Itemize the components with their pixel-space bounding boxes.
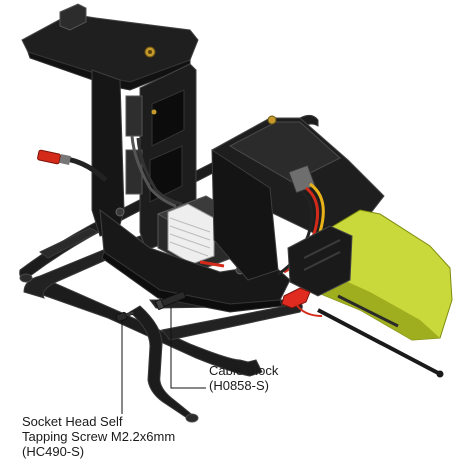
battery-connector-red xyxy=(37,149,61,165)
boom-support-2 xyxy=(337,294,399,328)
skid-tip-left xyxy=(19,273,33,283)
battery-connector-gray xyxy=(59,154,71,165)
tail-boom-mount xyxy=(281,209,453,378)
servo-upper xyxy=(125,95,143,137)
cable-block-loose xyxy=(155,291,187,310)
screw-part-number: (HC490-S) xyxy=(22,444,85,459)
red-wire-lower xyxy=(295,303,323,317)
screw-name-line1: Socket Head Self xyxy=(22,414,123,429)
leader-lines xyxy=(121,307,206,414)
servo-lower xyxy=(125,149,143,195)
frame-top-bracket xyxy=(59,3,87,31)
callout-cable-block: Cable Block (H0858-S) xyxy=(209,363,278,393)
front-housing xyxy=(211,115,385,281)
velcro-band xyxy=(167,203,215,265)
housing-top-face xyxy=(228,121,341,183)
motor-wire-black xyxy=(277,190,314,276)
cable-block-part xyxy=(281,287,311,309)
callout-screw: Socket Head Self Tapping Screw M2.2x6mm … xyxy=(22,414,175,459)
screw-part xyxy=(115,310,135,322)
servo-cables xyxy=(130,135,177,208)
screw-name-line2: Tapping Screw M2.2x6mm xyxy=(22,429,176,444)
cable-block-name: Cable Block xyxy=(209,363,279,378)
frame-cutout-1 xyxy=(151,89,185,147)
boom-shade xyxy=(316,274,440,340)
housing-side-plate xyxy=(211,149,279,281)
leader-cable-block xyxy=(170,307,206,389)
skid-tip-bottom xyxy=(185,413,199,423)
skid-strut-rear xyxy=(39,227,100,259)
red-wire-bay xyxy=(199,260,225,268)
battery-lead xyxy=(37,149,108,182)
boom-support xyxy=(317,308,441,376)
main-frame-tower xyxy=(21,3,199,251)
frame-screw-2 xyxy=(115,207,125,217)
loose-parts xyxy=(115,291,187,322)
bearing-front xyxy=(267,115,277,125)
cable-block-part-number: (H0858-S) xyxy=(209,378,269,393)
